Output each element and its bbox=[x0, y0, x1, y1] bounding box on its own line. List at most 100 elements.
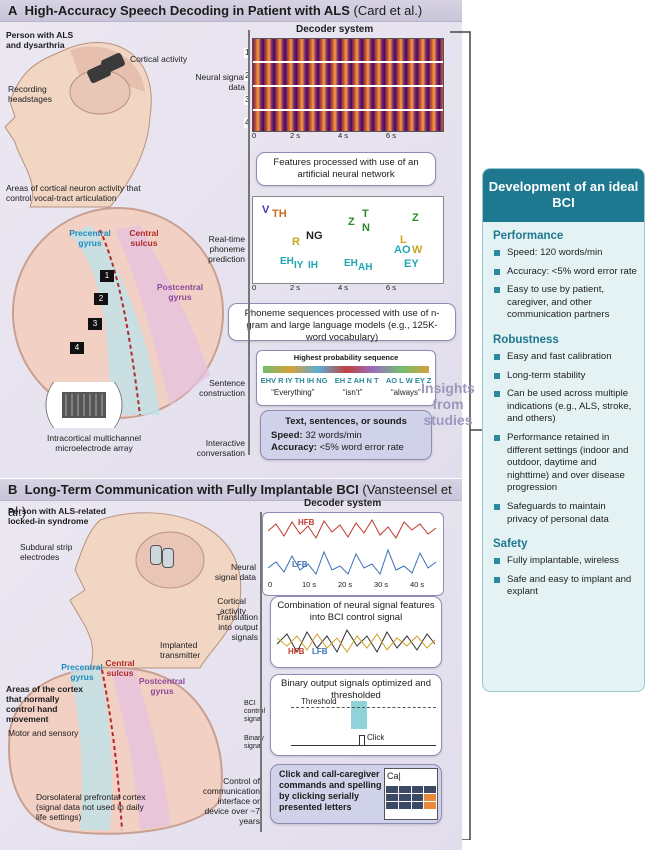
decoder-title: Decoder system bbox=[304, 498, 382, 509]
threshold-line bbox=[291, 707, 436, 708]
phoneme-label: Z bbox=[348, 216, 355, 228]
list-item: Fully implantable, wireless bbox=[483, 553, 644, 572]
time-tick: 30 s bbox=[374, 580, 389, 589]
implanted-label: Implanted transmitter bbox=[160, 640, 201, 660]
time-tick: 20 s bbox=[338, 580, 353, 589]
panel-a-letter: A bbox=[8, 3, 18, 18]
panel-a-citation: (Card et al.) bbox=[353, 3, 423, 18]
time-tick: 2 s bbox=[290, 283, 301, 292]
binary-box: Binary output signals optimized and thre… bbox=[270, 674, 442, 756]
electrode-marker: 4 bbox=[70, 342, 84, 354]
features-box: Features processed with use of an artifi… bbox=[256, 152, 436, 186]
interactive-label: Interactive conversation bbox=[196, 438, 245, 458]
time-tick: 4 s bbox=[338, 131, 349, 140]
time-tick: 0 bbox=[252, 283, 257, 292]
precentral-label: Precentral gyrus bbox=[69, 228, 111, 248]
lfb-label: LFB bbox=[312, 647, 328, 656]
panel-b-header: B Long-Term Communication with Fully Imp… bbox=[0, 479, 462, 519]
phoneme-plot bbox=[252, 196, 444, 284]
sequence-bar bbox=[263, 366, 429, 373]
cortical-activity-label: Cortical activity bbox=[217, 596, 246, 616]
lfb-label: LFB bbox=[292, 560, 308, 569]
phoneme-label: T bbox=[362, 208, 369, 220]
sentence-label: Sentence construction bbox=[199, 378, 245, 398]
areas-label: Areas of the cortex that normally contro… bbox=[6, 684, 83, 724]
list-item: Safeguards to maintain privacy of person… bbox=[483, 499, 644, 530]
electrode-icon bbox=[162, 548, 174, 568]
combined-trace bbox=[276, 628, 436, 654]
phoneme-label: EH bbox=[344, 258, 358, 269]
sequence-segment: EH Z AH N T bbox=[334, 376, 379, 385]
electrode-marker: 3 bbox=[88, 318, 102, 330]
list-item: Easy and fast calibration bbox=[483, 349, 644, 368]
phoneme-label: Z bbox=[412, 212, 419, 224]
list-item: Long-term stability bbox=[483, 368, 644, 387]
word-label: “Everything” bbox=[271, 388, 315, 397]
phoneme-label: EY bbox=[404, 258, 419, 270]
section-title: Robustness bbox=[493, 333, 559, 346]
patient-head-illustration bbox=[4, 42, 152, 208]
areas-label: Areas of cortical neuron activity that c… bbox=[6, 183, 141, 203]
accuracy-value: <5% word error rate bbox=[319, 442, 404, 453]
phoneme-label: TH bbox=[272, 208, 287, 220]
phoneme-label: NG bbox=[306, 230, 323, 242]
bci-control-label: BCI control signal bbox=[244, 700, 266, 723]
decoder-title: Decoder system bbox=[296, 24, 374, 35]
ideal-bci-title: Development of an ideal BCI bbox=[483, 169, 644, 222]
phoneme-label: N bbox=[362, 222, 370, 234]
click-label: Click bbox=[367, 733, 385, 742]
output-box: Text, sentences, or sounds Speed: 32 wor… bbox=[260, 410, 432, 460]
cortical-activity-label: Cortical activity bbox=[130, 54, 188, 64]
list-item: Easy to use by patient, caregiver, and o… bbox=[483, 282, 644, 326]
flow-arrow bbox=[248, 30, 250, 455]
central-label: Central sulcus bbox=[105, 658, 135, 678]
realtime-label: Real-time phoneme prediction bbox=[208, 234, 245, 264]
lfb-trace bbox=[268, 548, 437, 576]
time-tick: 2 s bbox=[290, 131, 301, 140]
brain-illustration bbox=[12, 207, 224, 419]
channel-label: 1 bbox=[244, 48, 251, 58]
threshold-highlight bbox=[351, 701, 367, 729]
channel-label: 3 bbox=[244, 95, 251, 105]
electrode-marker: 1 bbox=[100, 270, 114, 282]
channel-label: 4 bbox=[244, 118, 251, 128]
combination-box: Combination of neural signal features in… bbox=[270, 596, 442, 668]
panel-b-letter: B bbox=[8, 482, 18, 497]
word-label: “isn’t” bbox=[342, 388, 363, 397]
postcentral-label: Postcentral gyrus bbox=[138, 676, 186, 696]
subdural-label: Subdural strip electrodes bbox=[20, 542, 73, 562]
threshold-label: Threshold bbox=[301, 697, 337, 706]
dlpfc-label: Dorsolateral prefrontal cortex (signal d… bbox=[36, 792, 146, 822]
combination-text: Combination of neural signal features in… bbox=[277, 600, 435, 623]
binary-signal-label: Binary signal bbox=[244, 735, 264, 750]
hfb-label: HFB bbox=[288, 647, 305, 656]
translation-label: Translation into output signals bbox=[216, 612, 258, 642]
phoneme-label: EH bbox=[280, 256, 294, 267]
sequence-segment: EHV R IY TH IH NG bbox=[260, 376, 328, 385]
phoneme-label: IH bbox=[308, 260, 318, 271]
list-item: Speed: 120 words/min bbox=[483, 245, 644, 264]
neural-signal-label: Neural signal data bbox=[214, 562, 256, 582]
control-label: Control of communication interface or de… bbox=[202, 776, 260, 826]
brain-illustration bbox=[8, 666, 223, 835]
phoneme-label: V bbox=[262, 204, 270, 216]
final-text: Click and call-caregiver commands and sp… bbox=[279, 769, 382, 812]
person-label: Person with ALS and dysarthria bbox=[6, 30, 74, 50]
binary-signal-line bbox=[291, 745, 436, 746]
insights-label: Insights from studies bbox=[421, 380, 475, 428]
ideal-bci-panel: Development of an ideal BCI Performance … bbox=[482, 168, 645, 692]
accuracy-label: Accuracy: bbox=[271, 442, 317, 453]
neural-heatmap bbox=[252, 38, 444, 132]
phoneme-label: R bbox=[292, 236, 300, 248]
speed-value: 32 words/min bbox=[305, 430, 362, 441]
list-item: Can be used across multiple indications … bbox=[483, 386, 644, 430]
list-item: Safe and easy to implant and explant bbox=[483, 572, 644, 603]
highest-prob-label: Highest probability sequence bbox=[293, 353, 399, 362]
click-pulse bbox=[359, 735, 365, 746]
speller-text: Ca| bbox=[387, 771, 401, 781]
hfb-trace bbox=[268, 518, 437, 540]
word-label: “always” bbox=[390, 388, 421, 397]
electrode-icon bbox=[150, 545, 162, 565]
neural-signal-label: Neural signal data bbox=[195, 72, 245, 92]
sequence-segment: AO L W EY Z bbox=[385, 376, 432, 385]
